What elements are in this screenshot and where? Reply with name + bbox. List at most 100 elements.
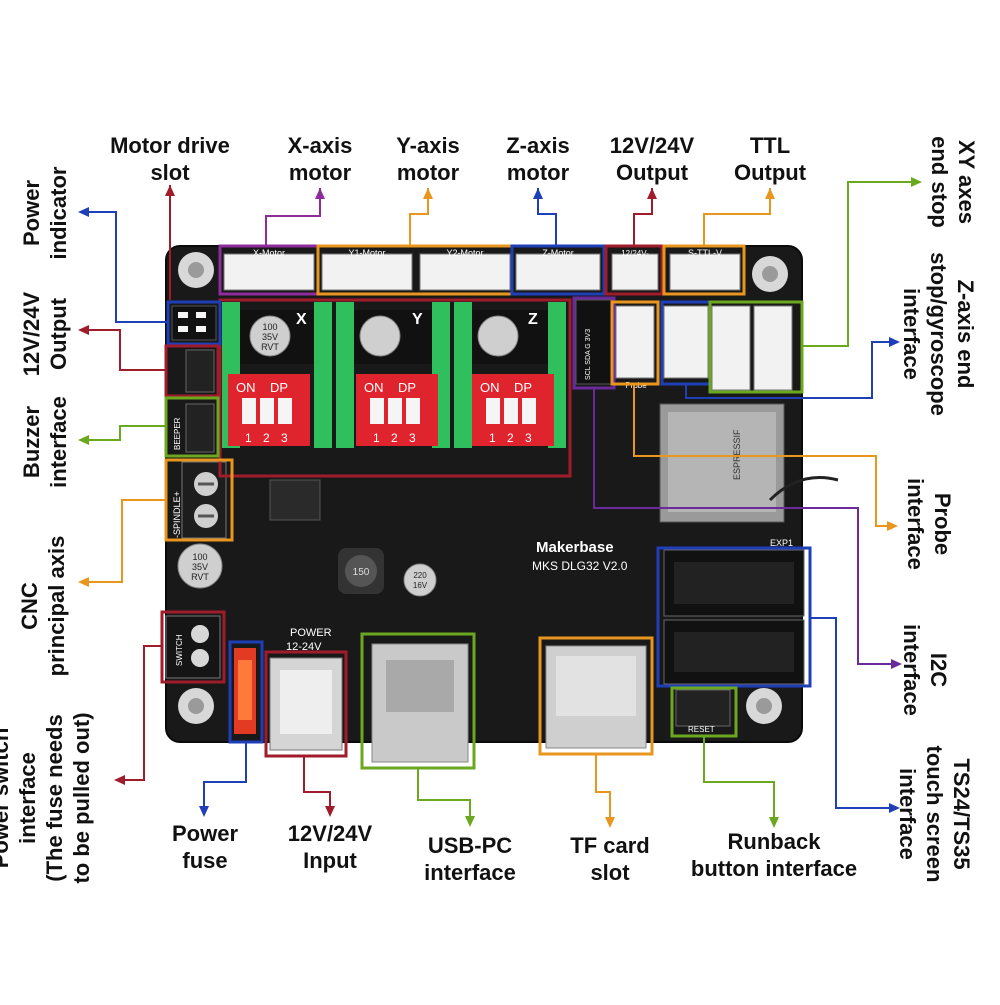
silk-ind-150: 150 <box>353 567 370 578</box>
svg-text:3: 3 <box>525 431 532 445</box>
label-ts-touch-screen: TS24/TS35 touch screen interface <box>895 745 974 883</box>
arrow-icon <box>315 188 325 199</box>
label-y-axis-motor: Y-axis motor <box>396 133 460 185</box>
label-i2c-interface: I2C interface <box>899 624 951 716</box>
leader-z-axis <box>537 188 557 246</box>
silk-on-y: ON <box>364 380 384 395</box>
usb-b-port <box>371 643 469 763</box>
silk-x-motor: X-Motor <box>253 248 285 258</box>
silk-espressif: ESPRESSIF <box>732 429 742 480</box>
arrow-icon <box>114 775 125 785</box>
small-capacitor <box>403 563 437 597</box>
label-tf-card-slot: TF card slot <box>570 833 650 885</box>
silk-dp-z: DP <box>514 380 532 395</box>
driver-module-y <box>336 302 450 448</box>
silk-dp-x: DP <box>270 380 288 395</box>
silk-cap2-100: 100 <box>192 552 207 562</box>
arrow-icon <box>325 806 335 817</box>
leader-cnc <box>80 499 166 583</box>
leader-runback <box>703 736 775 826</box>
silk-s-ttl: S-TTL-V <box>688 248 722 258</box>
tf-card-slot <box>545 645 647 749</box>
svg-text:2: 2 <box>507 431 514 445</box>
leader-i2c <box>593 388 900 665</box>
silk-brand: Makerbase <box>536 539 614 556</box>
silk-y1-motor: Y1-Motor <box>348 248 385 258</box>
regulator-chip <box>269 479 321 521</box>
motor-connector <box>223 253 741 291</box>
mounting-hole <box>178 252 214 288</box>
leader-12v-top <box>633 188 653 246</box>
svg-text:2: 2 <box>391 431 398 445</box>
leader-x-axis <box>265 188 321 246</box>
label-z-axis-motor: Z-axis motor <box>506 133 570 185</box>
leader-y-axis <box>409 188 429 246</box>
svg-text:1: 1 <box>245 431 252 445</box>
silk-cap2-35v: 35V <box>192 562 208 572</box>
arrow-icon <box>911 177 922 187</box>
silk-on-x: ON <box>236 380 256 395</box>
box-motor-drive-slot <box>218 298 572 478</box>
silk-z-motor: Z-Motor <box>542 248 574 258</box>
dip-numbers: 1 2 3 1 2 3 1 2 3 <box>245 431 532 445</box>
fuse <box>234 648 256 734</box>
arrow-icon <box>889 337 900 347</box>
silk-y2-motor: Y2-Motor <box>446 248 483 258</box>
leader-probe <box>633 384 896 527</box>
leader-xy-endstop <box>802 181 920 347</box>
silk-dp-y: DP <box>398 380 416 395</box>
power-indicator-leds <box>171 305 217 341</box>
arrow-icon <box>465 816 475 827</box>
large-capacitor <box>177 543 223 589</box>
leader-buzzer <box>80 425 166 441</box>
label-12-24v-input: 12V/24V Input <box>287 821 373 873</box>
leader-fuse <box>203 742 247 815</box>
silk-cap-rvt: RVT <box>261 342 279 352</box>
svg-text:3: 3 <box>281 431 288 445</box>
arrow-icon <box>765 188 775 199</box>
box-z-motor <box>510 244 606 296</box>
silk-reset: RESET <box>688 725 715 734</box>
wifi-module <box>659 403 785 523</box>
silk-cap-16v: 16V <box>413 581 428 590</box>
leader-usb <box>417 768 471 825</box>
leader-z-endstop <box>685 341 898 399</box>
silk-axis-y: Y <box>412 311 423 328</box>
arrow-icon <box>423 188 433 199</box>
arrow-icon <box>605 817 615 828</box>
silk-12-24v: 12/24V- <box>621 249 649 258</box>
arrow-icon <box>769 817 779 828</box>
silk-beeper: BEEPER <box>173 417 182 450</box>
arrow-icon <box>78 325 89 335</box>
arrow-icon <box>887 521 898 531</box>
arrow-icon <box>533 188 543 199</box>
leader-dc <box>303 756 331 815</box>
silk-spindle: -SPINDLE+ <box>172 491 182 538</box>
silk-on-z: ON <box>480 380 500 395</box>
mounting-hole <box>746 688 782 724</box>
label-12-24v-output-top: 12V/24V Output <box>609 133 695 185</box>
silk-axis-z: Z <box>528 311 538 328</box>
label-ttl-output: TTL Output <box>733 133 807 185</box>
i2c-header <box>575 299 613 385</box>
driver-module-z <box>454 302 566 448</box>
spindle-terminal <box>181 461 227 539</box>
dc-jack <box>269 657 343 751</box>
label-xy-end-stop: XY axes end stop <box>927 136 979 228</box>
svg-text:1: 1 <box>489 431 496 445</box>
driver-module-x <box>222 302 332 448</box>
label-z-end-stop-gyroscope: Z-axis end stop/gyroscope interface <box>899 252 978 416</box>
label-usb-pc-interface: USB-PC interface <box>424 833 516 885</box>
label-x-axis-motor: X-axis motor <box>287 133 353 185</box>
silk-cap-220: 220 <box>413 571 427 580</box>
label-motor-drive-slot: Motor drive slot <box>110 133 230 185</box>
arrow-icon <box>78 435 89 445</box>
switch-terminal <box>165 615 221 679</box>
silk-switch: SWITCH <box>175 634 184 666</box>
label-runback-button-interface: Runback button interface <box>690 829 858 881</box>
svg-text:3: 3 <box>409 431 416 445</box>
arrow-icon <box>78 207 89 217</box>
silk-cap2-rvt: RVT <box>191 572 209 582</box>
